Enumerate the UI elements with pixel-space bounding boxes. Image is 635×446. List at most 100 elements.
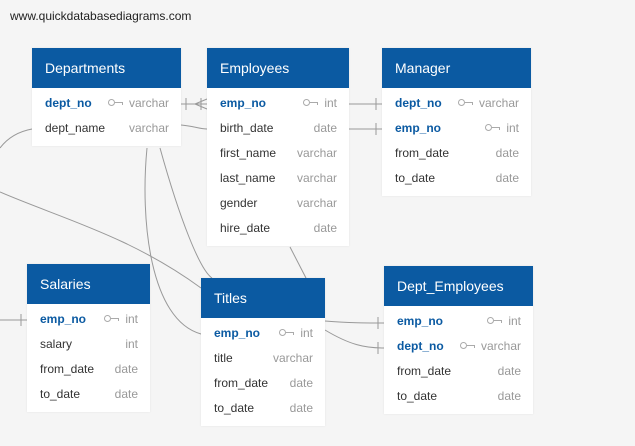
field-name: emp_no — [397, 314, 444, 328]
field-type: date — [290, 396, 313, 421]
field-type-label: date — [497, 364, 521, 378]
field-type-label: int — [300, 326, 313, 340]
field-name: from_date — [40, 362, 95, 376]
field-type: varchar — [297, 191, 337, 216]
field-type-label: date — [497, 389, 521, 403]
field-type: int — [485, 116, 519, 141]
field-name: birth_date — [220, 121, 274, 135]
key-icon — [279, 329, 295, 338]
field-name: dept_no — [397, 339, 444, 353]
field-type-label: varchar — [478, 96, 519, 110]
field-name: dept_name — [45, 121, 106, 135]
field-name: last_name — [220, 171, 276, 185]
field-type: int — [487, 309, 521, 334]
field-row[interactable]: from_date date — [201, 371, 325, 396]
field-type: varchar — [273, 346, 313, 371]
link-departments-left — [0, 128, 33, 149]
field-row[interactable]: birth_date date — [207, 116, 349, 141]
field-type-label: date — [289, 376, 313, 390]
link-titles-deptemployees — [324, 317, 385, 354]
field-name: gender — [220, 196, 258, 210]
link-departments-birthdate — [180, 124, 208, 130]
field-type: int — [104, 307, 138, 332]
table-header[interactable]: Employees — [207, 48, 349, 88]
field-type-label: varchar — [480, 339, 521, 353]
table-header[interactable]: Titles — [201, 278, 325, 318]
key-icon — [459, 342, 475, 351]
field-row[interactable]: from_date date — [27, 357, 150, 382]
field-type: int — [303, 91, 337, 116]
field-type-label: int — [508, 314, 521, 328]
field-name: first_name — [220, 146, 277, 160]
field-type-label: date — [313, 121, 337, 135]
field-row[interactable]: to_date date — [384, 384, 533, 409]
field-type: date — [290, 371, 313, 396]
field-type: date — [496, 166, 519, 191]
table-header[interactable]: Dept_Employees — [384, 266, 533, 306]
table-header[interactable]: Salaries — [27, 264, 150, 304]
field-type-label: varchar — [128, 96, 169, 110]
link-departments-titles-1 — [144, 147, 202, 335]
field-row[interactable]: dept_no varchar — [32, 91, 181, 116]
site-url: www.quickdatabasediagrams.com — [10, 9, 192, 23]
field-type: int — [125, 332, 138, 357]
field-row[interactable]: emp_no int — [207, 91, 349, 116]
link-salaries-left — [0, 314, 27, 326]
field-row[interactable]: title varchar — [201, 346, 325, 371]
link-left-curve — [0, 191, 202, 289]
field-name: to_date — [397, 389, 438, 403]
field-row[interactable]: emp_no int — [201, 321, 325, 346]
field-name: title — [214, 351, 233, 365]
field-row[interactable]: dept_no varchar — [382, 91, 531, 116]
field-row[interactable]: emp_no int — [384, 309, 533, 334]
link-departments-titles-2 — [159, 147, 213, 279]
field-type: varchar — [459, 334, 521, 359]
table-employees[interactable]: Employees emp_no int birth_date date first_n… — [207, 48, 349, 246]
field-type-label: varchar — [272, 351, 313, 365]
field-type-label: varchar — [296, 171, 337, 185]
field-type: date — [496, 141, 519, 166]
link-departments-employees — [181, 98, 208, 110]
field-type-label: varchar — [296, 146, 337, 160]
key-icon — [485, 124, 501, 133]
link-employees-titles — [289, 246, 307, 279]
field-type-label: date — [495, 171, 519, 185]
field-row[interactable]: dept_no varchar — [384, 334, 533, 359]
field-type: date — [115, 357, 138, 382]
field-type: date — [314, 116, 337, 141]
field-row[interactable]: first_name varchar — [207, 141, 349, 166]
key-icon — [104, 315, 120, 324]
field-name: emp_no — [40, 312, 87, 326]
field-type: varchar — [457, 91, 519, 116]
field-name: from_date — [214, 376, 269, 390]
field-type-label: date — [289, 401, 313, 415]
field-row[interactable]: emp_no int — [27, 307, 150, 332]
field-type-label: int — [506, 121, 519, 135]
field-name: dept_no — [395, 96, 442, 110]
table-dept-employees[interactable]: Dept_Employees emp_no int dept_no varchar fr… — [384, 266, 533, 414]
field-row[interactable]: gender varchar — [207, 191, 349, 216]
field-row[interactable]: last_name varchar — [207, 166, 349, 191]
table-header[interactable]: Manager — [382, 48, 531, 88]
field-name: emp_no — [220, 96, 267, 110]
field-type-label: int — [125, 312, 138, 326]
table-header[interactable]: Departments — [32, 48, 181, 88]
field-name: emp_no — [214, 326, 261, 340]
field-type-label: int — [324, 96, 337, 110]
field-name: dept_no — [45, 96, 92, 110]
link-employees-manager-emp — [349, 123, 382, 135]
